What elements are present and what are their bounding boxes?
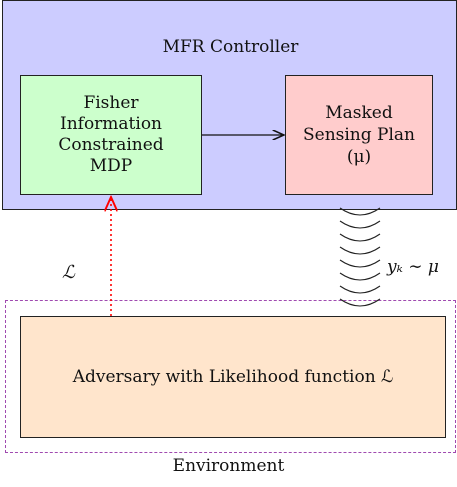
- fisher-mdp-box: Fisher Information Constrained MDP: [20, 75, 202, 195]
- plan-line: (μ): [346, 147, 372, 167]
- sensing-wave-icon: [339, 207, 381, 307]
- adversary-box: Adversary with Likelihood function ℒ: [20, 316, 446, 438]
- environment-label: Environment: [172, 456, 285, 476]
- adversary-label: Adversary with Likelihood function ℒ: [72, 367, 394, 387]
- mfr-controller-label: MFR Controller: [162, 37, 299, 57]
- fisher-line: Constrained: [58, 135, 164, 155]
- fisher-line: Information: [59, 114, 163, 134]
- likelihood-feedback-label: ℒ: [62, 262, 75, 283]
- plan-line: Sensing Plan: [302, 125, 415, 145]
- fisher-line: Fisher: [83, 93, 139, 113]
- observation-label: yₖ ∼ μ: [387, 257, 439, 277]
- fisher-line: MDP: [89, 156, 133, 176]
- plan-line: Masked: [325, 103, 393, 123]
- environment-boundary: [5, 300, 456, 453]
- masked-sensing-plan-box: Masked Sensing Plan (μ): [285, 75, 433, 195]
